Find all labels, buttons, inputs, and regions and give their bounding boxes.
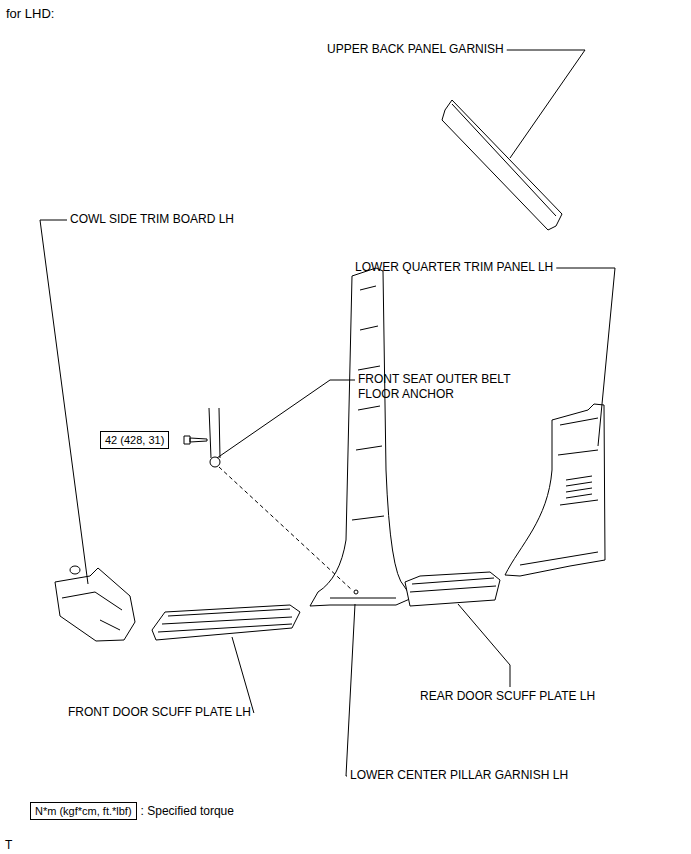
leader-line [346, 604, 355, 776]
leader-line [507, 50, 585, 158]
quarter-trim-part [505, 404, 605, 576]
part-name: UPPER BACK PANEL GARNISH [327, 42, 504, 57]
figure-code: T [5, 838, 12, 853]
torque-unit-box: N*m (kgf*cm, ft.*lbf) [30, 802, 137, 820]
install-line [219, 467, 352, 590]
part-name: LOWER CENTER PILLAR GARNISH LH [350, 768, 568, 783]
part-name: REAR DOOR SCUFF PLATE LH [420, 689, 595, 704]
quarter-trim-detail [520, 418, 598, 565]
title: for LHD: [6, 6, 54, 21]
belt-strap [209, 408, 220, 458]
rear-scuff-part [405, 572, 500, 606]
leader-line [232, 637, 254, 713]
bolt-symbol [184, 436, 207, 444]
leader-line [458, 604, 510, 687]
leader-line [556, 268, 615, 446]
torque-value: N*m (kgf*cm, ft.*lbf) [35, 805, 132, 817]
leader-line [40, 220, 88, 584]
leader-line [217, 380, 355, 458]
part-name: FRONT DOOR SCUFF PLATE LH [68, 705, 251, 720]
pillar-garnish-part [310, 268, 412, 606]
torque-box: 42 (428, 31) [100, 431, 169, 449]
garnish-part [442, 100, 562, 230]
front-scuff-detail [158, 609, 292, 632]
torque-value: 42 (428, 31) [105, 434, 164, 446]
pillar-hole [354, 590, 358, 594]
rear-scuff-detail [410, 578, 496, 592]
part-name: COWL SIDE TRIM BOARD LH [70, 212, 234, 227]
clip-nut [70, 566, 80, 574]
part-name: LOWER QUARTER TRIM PANEL LH [355, 260, 553, 275]
cowl-trim-part [55, 568, 135, 641]
legend-note: : Specified torque [141, 804, 234, 819]
front-scuff-part [152, 605, 300, 640]
cowl-trim-detail [62, 592, 122, 630]
part-name: FRONT SEAT OUTER BELT FLOOR ANCHOR [358, 372, 538, 402]
garnish-edge [452, 104, 556, 216]
belt-anchor [210, 457, 220, 467]
pillar-garnish-detail [330, 286, 396, 598]
